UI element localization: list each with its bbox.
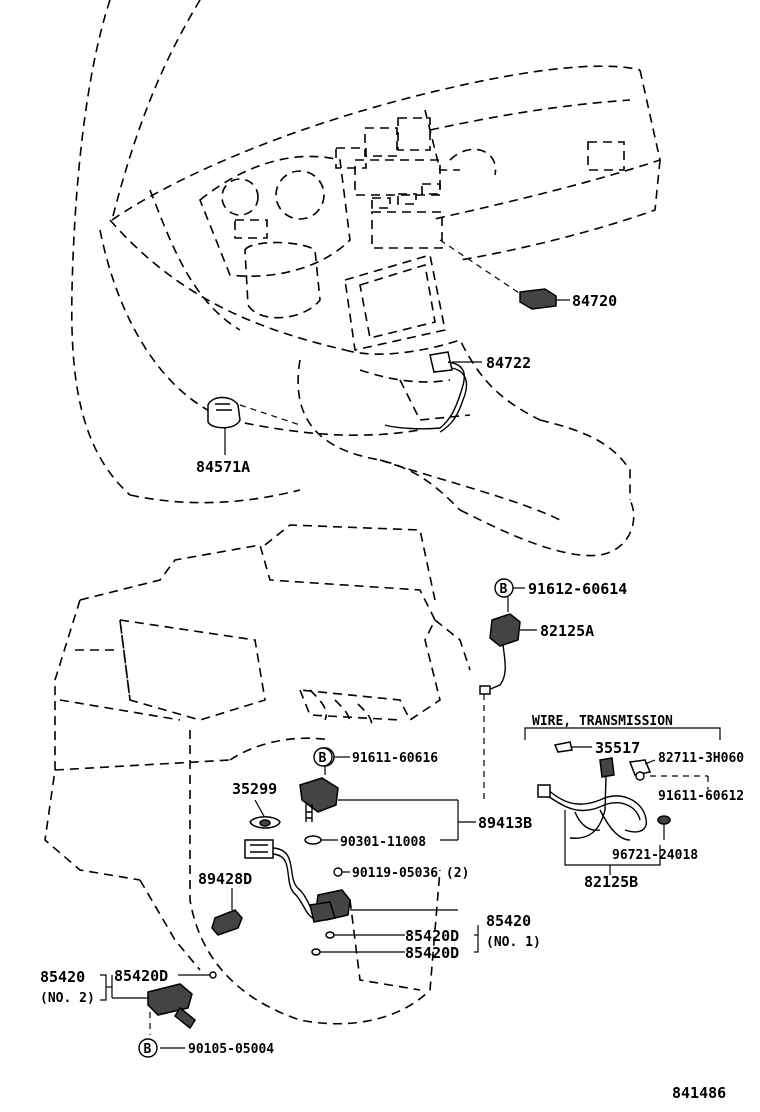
- label-85420d-b: 85420D: [405, 944, 459, 962]
- label-85420d-c: 85420D: [114, 967, 168, 985]
- label-82125a: 82125A: [540, 622, 594, 640]
- label-90119-05036: 90119-05036 (2): [352, 866, 469, 881]
- label-85420-no1: 85420: [486, 912, 531, 930]
- buzzer-84571a: [207, 396, 301, 455]
- label-96721-24018: 96721-24018: [612, 848, 698, 863]
- label-90105-05004: 90105-05004: [188, 1042, 274, 1057]
- sensor-89428d: [211, 888, 243, 936]
- label-35299: 35299: [232, 780, 277, 798]
- label-wire-transmission: WIRE, TRANSMISSION: [532, 714, 673, 729]
- switch-84722: [384, 351, 482, 433]
- label-no1: (NO. 1): [486, 935, 541, 950]
- instrument-panel-outline: [70, 0, 661, 557]
- label-90301-11008: 90301-11008: [340, 835, 426, 850]
- bolt-marker-b-2: B: [313, 747, 333, 767]
- bolt-marker-b-1: B: [494, 578, 525, 598]
- svg-text:B: B: [144, 1042, 152, 1057]
- svg-text:B: B: [319, 751, 327, 766]
- label-84571a: 84571A: [196, 458, 250, 476]
- label-82125b: 82125B: [584, 873, 638, 891]
- label-84722: 84722: [486, 354, 531, 372]
- switch-84720: [439, 239, 570, 310]
- label-91611-60612: 91611-60612: [658, 789, 744, 804]
- diagram-number: 841486: [672, 1084, 726, 1102]
- label-89428d: 89428D: [198, 870, 252, 888]
- sensor-85420-no2: [100, 971, 217, 1049]
- label-82711-3h060: 82711-3H060: [658, 751, 744, 766]
- label-35517: 35517: [595, 739, 640, 757]
- engine-outline: [44, 524, 471, 1025]
- label-91612-60614: 91612-60614: [528, 580, 627, 598]
- label-no2: (NO. 2): [40, 991, 95, 1006]
- label-91611-60616: 91611-60616: [352, 751, 438, 766]
- label-85420d-a: 85420D: [405, 927, 459, 945]
- wire-transmission-group: [524, 727, 721, 875]
- sensor-82125a: [479, 597, 537, 800]
- label-89413b: 89413B: [478, 814, 532, 832]
- sensor-85420-harness: [244, 839, 479, 956]
- svg-text:B: B: [500, 582, 508, 597]
- gasket-35299: [249, 799, 281, 829]
- label-84720: 84720: [572, 292, 617, 310]
- label-85420-no2: 85420: [40, 968, 85, 986]
- bolt-marker-b-3: B: [138, 1038, 158, 1058]
